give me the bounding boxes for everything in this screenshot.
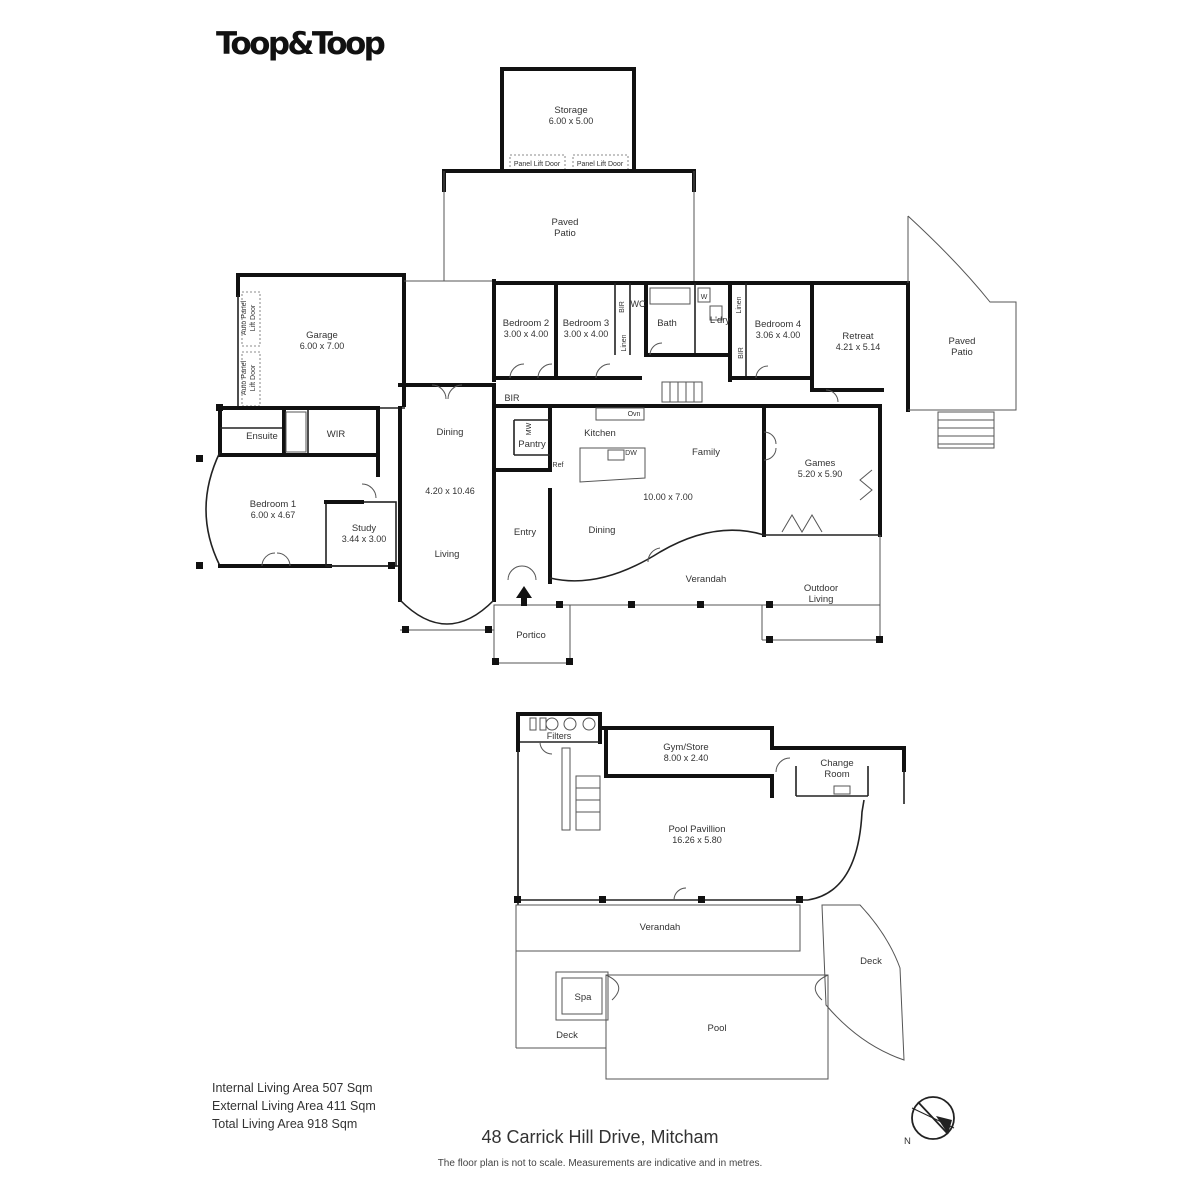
mw-label: MW xyxy=(526,422,533,435)
bath-label: Bath xyxy=(657,318,677,329)
living-area-summary: Internal Living Area 507 Sqm External Li… xyxy=(212,1079,376,1133)
pool-pavilion-walls xyxy=(514,712,906,1080)
bedroom3-dims: 3.00 x 4.00 xyxy=(564,329,609,339)
bedroom1-dims: 6.00 x 4.67 xyxy=(251,510,296,520)
laundry-label: L'dry xyxy=(710,315,731,326)
paved-patio-right-label-2: Patio xyxy=(951,347,973,358)
ref-label: Ref xyxy=(553,462,564,469)
compass-north-label: N xyxy=(904,1136,911,1147)
bedroom2-dims: 3.00 x 4.00 xyxy=(504,329,549,339)
storage-label: Storage xyxy=(554,105,587,116)
verandah-label: Verandah xyxy=(686,574,727,585)
auto-panel-door-label-2a: Auto Panel xyxy=(241,360,248,395)
oven-label: Ovn xyxy=(628,411,641,418)
dining2-label: Dining xyxy=(589,525,616,536)
bedroom-wing-walls xyxy=(404,279,910,537)
retreat-label: Retreat xyxy=(842,331,874,342)
bedroom4-label: Bedroom 4 xyxy=(755,319,801,330)
w-label: W xyxy=(701,294,708,301)
kitchen-family-dims: 10.00 x 7.00 xyxy=(643,492,693,502)
pool-pavilion-label: Pool Pavillion xyxy=(668,824,725,835)
master-wing-walls xyxy=(205,406,402,602)
external-area-text: External Living Area 411 Sqm xyxy=(212,1099,376,1113)
verandah-outline xyxy=(400,535,881,664)
bir-c-label: BIR xyxy=(504,393,520,403)
bir-b-label: BIR xyxy=(738,347,745,359)
total-area-text: Total Living Area 918 Sqm xyxy=(212,1117,358,1131)
panel-lift-door-label-2: Panel Lift Door xyxy=(577,161,624,168)
pool-pavilion-dims: 16.26 x 5.80 xyxy=(672,835,722,845)
ensuite-label: Ensuite xyxy=(246,431,278,442)
pantry-label: Pantry xyxy=(518,439,546,450)
brand-logo: Toop&Toop xyxy=(216,26,386,62)
linen-a-label: Linen xyxy=(621,334,628,351)
wir-label: WIR xyxy=(327,429,346,440)
games-dims: 5.20 x 5.90 xyxy=(798,469,843,479)
auto-panel-door-label-1b: Lift Door xyxy=(250,304,257,331)
bedroom3-label: Bedroom 3 xyxy=(563,318,609,329)
internal-area-text: Internal Living Area 507 Sqm xyxy=(212,1081,373,1095)
gym-store-label: Gym/Store xyxy=(663,742,708,753)
deck-right-label: Deck xyxy=(860,956,882,967)
dining-label: Dining xyxy=(437,427,464,438)
pool-label: Pool xyxy=(707,1023,726,1034)
north-compass-icon xyxy=(911,1096,955,1140)
change-room-label-1: Change xyxy=(820,758,853,769)
retreat-patio-outline xyxy=(907,215,1017,449)
entry-label: Entry xyxy=(514,527,536,538)
filters-label: Filters xyxy=(547,731,572,741)
verandah2-label: Verandah xyxy=(640,922,681,933)
paved-patio-top-outline xyxy=(442,169,696,281)
storage-dims: 6.00 x 5.00 xyxy=(549,116,594,126)
gym-store-dims: 8.00 x 2.40 xyxy=(664,753,709,763)
panel-lift-door-label-1: Panel Lift Door xyxy=(514,161,561,168)
dining-living-dims: 4.20 x 10.46 xyxy=(425,486,475,496)
deck-left-label: Deck xyxy=(556,1030,578,1041)
retreat-dims: 4.21 x 5.14 xyxy=(836,342,881,352)
outdoor-living-label-2: Living xyxy=(809,594,834,605)
spa-label: Spa xyxy=(575,992,593,1003)
outdoor-living-label-1: Outdoor xyxy=(804,583,838,594)
auto-panel-door-label-2b: Lift Door xyxy=(250,364,257,391)
garage-dims: 6.00 x 7.00 xyxy=(300,341,345,351)
games-label: Games xyxy=(805,458,836,469)
wc-label: WC xyxy=(631,299,646,309)
bir-a-label: BIR xyxy=(619,301,626,313)
bedroom2-label: Bedroom 2 xyxy=(503,318,549,329)
living-core-walls xyxy=(492,404,880,584)
entry-arrow-icon xyxy=(516,586,532,606)
paved-patio-top-label-1: Paved xyxy=(552,217,579,228)
scale-disclaimer: The floor plan is not to scale. Measurem… xyxy=(437,1158,763,1169)
auto-panel-door-label-1a: Auto Panel xyxy=(241,300,248,335)
study-dims: 3.44 x 3.00 xyxy=(342,534,387,544)
bedroom1-label: Bedroom 1 xyxy=(250,499,296,510)
bedroom4-dims: 3.06 x 4.00 xyxy=(756,330,801,340)
linen-b-label: Linen xyxy=(736,296,743,313)
paved-patio-right-label-1: Paved xyxy=(949,336,976,347)
garage-label: Garage xyxy=(306,330,338,341)
property-address: 48 Carrick Hill Drive, Mitcham xyxy=(481,1127,719,1147)
living-label: Living xyxy=(435,549,460,560)
dw-label: DW xyxy=(625,450,637,457)
paved-patio-top-label-2: Patio xyxy=(554,228,576,239)
change-room-label-2: Room xyxy=(824,769,849,780)
portico-label: Portico xyxy=(516,630,546,641)
family-label: Family xyxy=(692,447,720,458)
dining-living-walls xyxy=(398,383,496,625)
structural-posts xyxy=(196,404,883,665)
kitchen-label: Kitchen xyxy=(584,428,616,439)
study-label: Study xyxy=(352,523,377,534)
